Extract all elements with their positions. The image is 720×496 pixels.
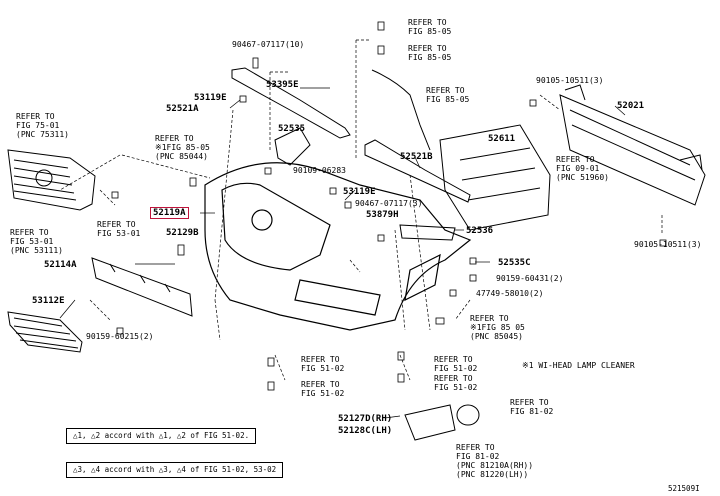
part-52129b: 52129B: [166, 228, 199, 238]
leader-lines: [59, 39, 663, 381]
fog-lamp: [456, 404, 480, 426]
note-headlamp-cleaner: ※1 WI-HEAD LAMP CLEANER: [522, 361, 635, 370]
ref-pnc-85044: REFER TO ※1FIG 85-05 (PNC 85044): [155, 134, 210, 161]
side-retainer: [274, 127, 311, 166]
part-52536: 52536: [466, 226, 494, 236]
part-52114a: 52114A: [44, 260, 77, 270]
part-52521b: 52521B: [400, 152, 433, 162]
ref-fig-85-05-a: REFER TO FIG 85-05: [408, 18, 452, 36]
bumper-cover: [204, 162, 472, 331]
part-52521a: 52521A: [166, 104, 199, 114]
ref-fig-53-01: REFER TO FIG 53-01: [97, 220, 141, 238]
ref-fig-51-02-a: REFER TO FIG 51-02: [301, 355, 345, 373]
part-52611: 52611: [488, 134, 516, 144]
part-90159-60215: 90159-60215(2): [86, 332, 154, 341]
upper-bracket: [231, 67, 351, 139]
part-90467-07117-3: 90467-07117(3): [355, 199, 423, 208]
note-box-1: △1, △2 accord with △1, △2 of FIG 51-02.: [66, 428, 257, 444]
note-box-2: △3, △4 accord with △3, △4 of FIG 51-02, …: [66, 462, 284, 478]
ref-fig-51-02-c: REFER TO FIG 51-02: [434, 355, 478, 373]
bumper-reinforcement: [559, 84, 706, 206]
bracket-52521b: [364, 139, 471, 203]
part-52021: 52021: [617, 101, 645, 111]
ref-pnc-81210a: REFER TO FIG 81-02 (PNC 81210A(RH)) (PNC…: [456, 443, 534, 479]
part-53112e: 53112E: [32, 296, 65, 306]
part-90467-07117-10: 90467-07117(10): [232, 40, 305, 49]
part-53119e-top: 53119E: [194, 93, 227, 103]
energy-absorber: [439, 124, 551, 231]
part-53395e: 53395E: [266, 80, 299, 90]
lower-grille: [7, 311, 83, 353]
ref-fig-51-02-b: REFER TO FIG 51-02: [301, 380, 345, 398]
ref-fig-85-05-b: REFER TO FIG 85-05: [408, 44, 452, 62]
ref-fig-81-02-a: REFER TO FIG 81-02: [510, 398, 554, 416]
part-90109-06283: 90109-06283: [293, 166, 346, 175]
part-90159-60431: 90159-60431(2): [496, 274, 564, 283]
retainer-52536: [399, 224, 456, 241]
part-52535: 52535: [278, 124, 306, 134]
ref-pnc-75311: REFER TO FIG 75-01 (PNC 75311): [16, 112, 69, 139]
cleaner-hose: [371, 69, 431, 151]
clips: [111, 21, 667, 391]
ref-pnc-51960: REFER TO FIG 09-01 (PNC 51960): [556, 155, 609, 182]
part-52127d: 52127D(RH): [338, 414, 393, 424]
part-53119e-mid: 53119E: [343, 187, 376, 197]
ref-pnc-85045: REFER TO ※1FIG 85 05 (PNC 85045): [470, 314, 525, 341]
part-53879h: 53879H: [366, 210, 399, 220]
part-90105-10511-bot: 90105-10511(3): [634, 240, 702, 249]
part-90105-10511-top: 90105-10511(3): [536, 76, 604, 85]
bumper-retainer: [91, 257, 193, 317]
part-52535c: 52535C: [498, 258, 531, 268]
label-leaders: [59, 87, 626, 419]
part-52128c: 52128C(LH): [338, 426, 393, 436]
fog-bezel: [404, 404, 456, 441]
figure-id: 521509I: [668, 484, 700, 493]
ref-fig-85-05-c: REFER TO FIG 85-05: [426, 86, 470, 104]
ref-fig-51-02-d: REFER TO FIG 51-02: [434, 374, 478, 392]
ref-pnc-53111: REFER TO FIG 53-01 (PNC 53111): [10, 228, 63, 255]
part-52119a[interactable]: 52119A: [150, 207, 189, 219]
upper-grille: [7, 149, 96, 211]
part-47749-58010: 47749-58010(2): [476, 289, 544, 298]
